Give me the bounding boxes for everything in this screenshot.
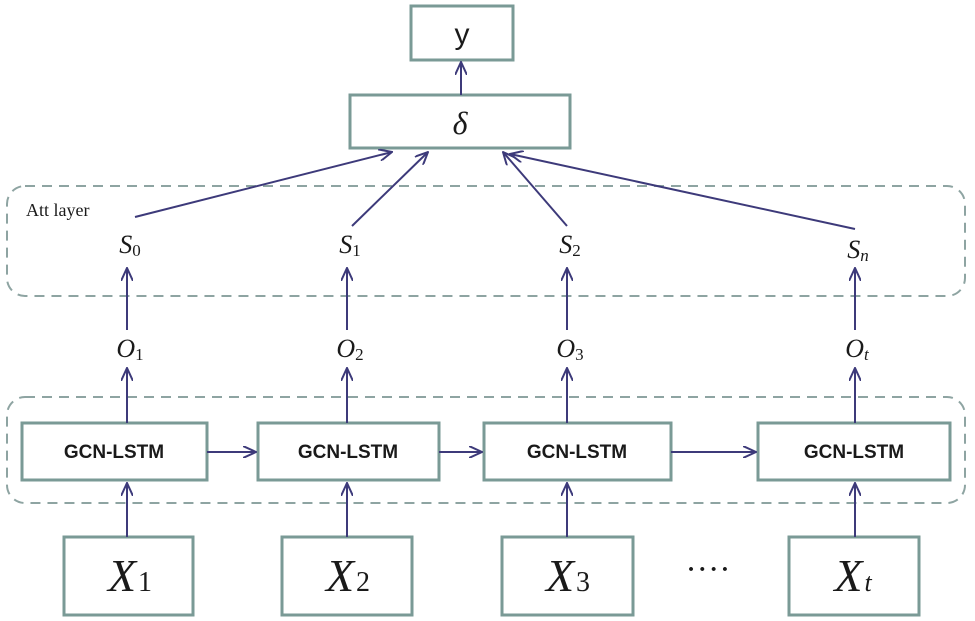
attention-score-label: Sn [847, 235, 869, 265]
input-box [500, 535, 635, 617]
input-label: Xt [832, 550, 872, 601]
hidden-output-label: O3 [556, 334, 583, 364]
column-2: GCN-LSTM X2 O2 S1 [256, 230, 441, 617]
attention-layer-label: Att layer [26, 200, 89, 220]
input-box [787, 535, 921, 617]
gcn-lstm-cell [256, 421, 441, 482]
edge-sn-to-aggregator [510, 154, 856, 230]
gcn-lstm-cell-label: GCN-LSTM [804, 442, 904, 463]
output-box [409, 4, 515, 62]
edge-s0-to-aggregator [134, 152, 392, 218]
aggregator-symbol: δ [453, 105, 469, 141]
attention-score-label: S2 [559, 230, 581, 260]
input-label: X3 [544, 550, 590, 601]
attention-score-label: S0 [119, 230, 141, 260]
gcn-lstm-cell [482, 421, 673, 482]
input-label: X2 [324, 550, 370, 601]
gcn-lstm-layer-group [6, 396, 966, 504]
edge-s1-to-aggregator [351, 152, 428, 227]
hidden-output-label: O2 [336, 334, 363, 364]
gcn-lstm-cell [756, 421, 952, 482]
attention-score-label: S1 [339, 230, 361, 260]
attention-layer-group [6, 185, 966, 297]
input-label: X1 [106, 550, 152, 601]
column-3: GCN-LSTM X3 O3 S2 [482, 230, 673, 617]
edge-s2-to-aggregator [503, 152, 568, 227]
hidden-output-label: O1 [116, 334, 143, 364]
input-box [62, 535, 195, 617]
hidden-output-label: Ot [845, 334, 870, 364]
gcn-lstm-cell-label: GCN-LSTM [298, 442, 398, 463]
gcn-lstm-cell-label: GCN-LSTM [527, 442, 627, 463]
ellipsis: ···· [685, 551, 730, 588]
gcn-lstm-cell-label: GCN-LSTM [64, 442, 164, 463]
output-label: y [455, 18, 470, 51]
column-4: GCN-LSTM Xt Ot Sn [756, 235, 952, 617]
input-box [280, 535, 414, 617]
column-1: GCN-LSTM X1 O1 S0 [20, 230, 209, 617]
